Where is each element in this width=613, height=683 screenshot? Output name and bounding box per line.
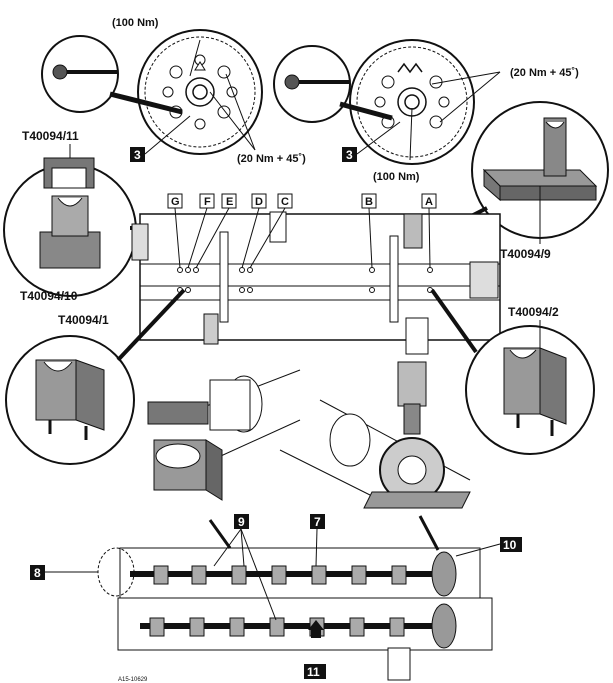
torque-left-bottom-label: (20 Nm + 45˚): [237, 153, 306, 165]
callout-7-box: [310, 514, 325, 529]
svg-text:C: C: [281, 196, 289, 208]
arrow-up-icon: [308, 620, 324, 630]
callout-8-label: 8: [34, 566, 41, 580]
callout-10-label: 10: [503, 538, 517, 552]
left-wrench-tool: [41, 35, 183, 115]
sprocket-tensioner-detail: [279, 361, 471, 509]
tool-t10-label: T40094/10: [20, 289, 78, 303]
callout-9-label: 9: [238, 515, 245, 529]
tool-t2-label: T40094/2: [508, 305, 559, 319]
bearing-letter-A: A: [421, 193, 437, 269]
callout-3b-label: 3: [346, 148, 353, 162]
tool-t11-label: T40094/11: [22, 129, 79, 143]
callout-9-box: [234, 514, 249, 529]
bearing-letter-D: D: [241, 193, 267, 269]
bearing-letter-F: F: [187, 193, 215, 269]
cylinder-head-housing: [131, 211, 501, 355]
svg-text:F: F: [204, 196, 211, 208]
torque-right-bottom-label: (100 Nm): [373, 171, 420, 183]
callout-7-label: 7: [314, 515, 321, 529]
svg-text:E: E: [226, 196, 233, 208]
tool-t9-magnifier: [471, 101, 609, 239]
camshaft-upper: [97, 547, 481, 601]
tool-t9-label: T40094/9: [500, 247, 551, 261]
tool-t1-magnifier: [5, 335, 135, 465]
bearing-cap-detail: [147, 369, 301, 501]
bearing-letter-E: E: [195, 193, 237, 269]
tool-t11-t10-magnifier: [3, 157, 137, 297]
svg-text:B: B: [365, 196, 373, 208]
callout-3a-label: 3: [134, 148, 141, 162]
bearing-letter-B: B: [361, 193, 377, 269]
right-wrench-tool: [273, 45, 393, 123]
callout-3a-box: [130, 147, 145, 162]
callout-10-box: [500, 537, 522, 552]
svg-text:D: D: [255, 196, 263, 208]
callout-11-label: 11: [307, 665, 320, 679]
bearing-letter-G: G: [167, 193, 183, 269]
svg-text:A: A: [425, 196, 433, 208]
tool-t1-label: T40094/1: [58, 313, 109, 327]
tool-t2-magnifier: [465, 325, 595, 455]
callout-3b-box: [342, 147, 357, 162]
bearing-letter-C: C: [249, 193, 293, 269]
reference-code: A15-10629: [118, 677, 148, 683]
torque-right-top-label: (20 Nm + 45˚): [510, 67, 579, 79]
torque-left-top-label: (100 Nm): [112, 17, 159, 29]
callout-8-box: [30, 565, 45, 580]
callout-11-box: [304, 664, 326, 679]
camshaft-lower: [117, 597, 493, 681]
left-sprocket-assembly: [137, 29, 263, 155]
svg-text:G: G: [171, 196, 180, 208]
